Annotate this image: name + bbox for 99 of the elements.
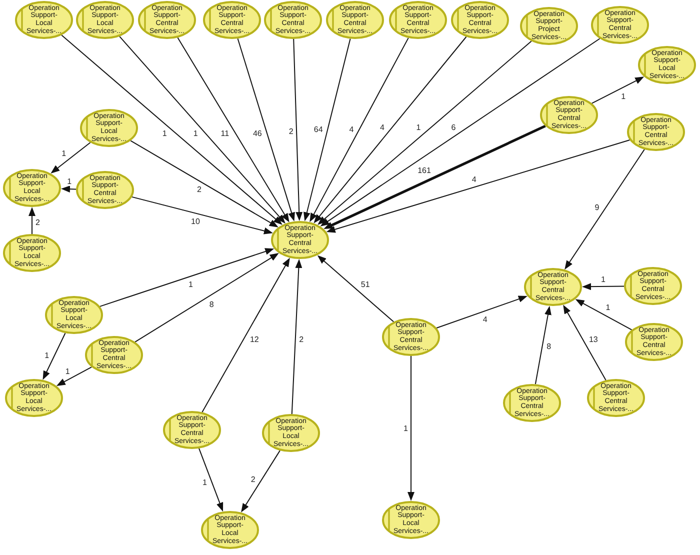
org-unit-ellipse	[138, 1, 196, 39]
arrow	[564, 148, 645, 270]
edge-label: 9	[594, 203, 600, 212]
arrow	[198, 448, 224, 512]
org-unit-ellipse	[15, 1, 73, 39]
edge-label: 1	[402, 424, 409, 432]
arrow	[591, 76, 644, 104]
edge-label: 6	[450, 122, 457, 132]
arrow	[408, 356, 414, 501]
edge-label: 1	[60, 148, 68, 158]
arrow	[317, 255, 394, 322]
edge-label: 1	[187, 280, 194, 289]
edge-label: 4	[470, 174, 478, 184]
arrow	[237, 38, 295, 222]
arrow	[293, 38, 303, 221]
org-unit-ellipse	[3, 234, 61, 272]
arrow	[310, 37, 409, 222]
edge-label: 2	[298, 334, 305, 344]
edge-label: 1	[44, 350, 50, 360]
edge-label: 1	[192, 129, 199, 138]
arrow	[132, 196, 273, 234]
org-unit-ellipse	[5, 379, 63, 417]
arrow	[99, 248, 274, 307]
edge-label: 161	[416, 166, 432, 176]
org-unit-ellipse	[76, 171, 134, 209]
arrow	[582, 283, 624, 290]
edge-label: 64	[312, 125, 324, 134]
arrow	[50, 142, 91, 174]
edge-label: 2	[34, 218, 41, 226]
arrow	[326, 139, 630, 233]
edge-label: 4	[348, 124, 355, 134]
arrow	[436, 296, 528, 328]
edge-label: 1	[600, 274, 606, 284]
org-unit-ellipse	[451, 1, 509, 39]
org-unit-ellipse	[520, 7, 578, 45]
edge-label: 46	[252, 128, 263, 138]
edge-label: 1	[64, 366, 71, 376]
edge-label: 2	[250, 475, 256, 484]
org-unit-ellipse	[203, 1, 261, 39]
edge-label: 4	[482, 314, 488, 324]
org-unit-ellipse	[163, 411, 221, 449]
org-unit-ellipse	[540, 96, 598, 134]
edge-label: 8	[208, 300, 215, 309]
edge-label: 1	[161, 129, 168, 138]
edge-label: 51	[360, 280, 371, 290]
org-unit-ellipse	[271, 221, 329, 259]
org-unit-ellipse	[587, 379, 645, 417]
arrow	[563, 304, 606, 381]
arrow	[134, 253, 279, 342]
arrow	[28, 207, 36, 234]
org-unit-ellipse	[3, 169, 61, 207]
org-unit-ellipse	[638, 46, 696, 84]
org-unit-ellipse	[326, 1, 384, 39]
arrow	[291, 259, 302, 414]
org-unit-ellipse	[264, 1, 322, 39]
org-unit-ellipse	[382, 501, 440, 539]
org-unit-ellipse	[76, 1, 134, 39]
arrow	[202, 258, 290, 413]
edge-label: 1	[66, 177, 73, 186]
edge-label: 2	[196, 185, 202, 194]
arrow	[130, 140, 278, 228]
arrow	[320, 38, 600, 226]
arrow	[56, 366, 92, 386]
arrow	[60, 186, 77, 193]
arrow	[119, 36, 286, 224]
org-unit-ellipse	[382, 318, 440, 356]
edge-label: 1	[201, 478, 208, 487]
org-unit-ellipse	[80, 109, 138, 147]
arrow	[303, 38, 351, 222]
arrow	[177, 37, 290, 222]
org-unit-ellipse	[624, 267, 682, 305]
org-unit-ellipse	[524, 268, 582, 306]
arrow	[324, 124, 546, 229]
arrow	[534, 306, 552, 385]
arrow	[575, 299, 632, 330]
edge-label: 1	[415, 123, 422, 132]
edge-label: 1	[620, 92, 627, 101]
org-unit-ellipse	[45, 296, 103, 334]
edge-label: 4	[379, 123, 386, 132]
org-unit-ellipse	[262, 414, 320, 452]
arrow	[241, 450, 280, 512]
org-unit-ellipse	[627, 113, 685, 151]
edge-label: 13	[588, 334, 599, 344]
edge-label: 8	[546, 342, 552, 351]
org-unit-ellipse	[591, 6, 649, 44]
arrow	[318, 40, 532, 225]
edge-label: 11	[220, 128, 230, 138]
arrow	[61, 34, 282, 225]
edge-label: 12	[248, 334, 260, 344]
org-unit-ellipse	[85, 336, 143, 374]
org-unit-ellipse	[389, 1, 447, 39]
edge-label: 1	[604, 303, 612, 312]
edge-label: 10	[190, 217, 201, 226]
org-unit-ellipse	[503, 384, 561, 422]
org-unit-ellipse	[201, 511, 259, 549]
arrow	[42, 332, 66, 380]
org-unit-ellipse	[625, 323, 683, 361]
edge-label: 2	[288, 127, 294, 136]
arrow	[314, 36, 467, 224]
